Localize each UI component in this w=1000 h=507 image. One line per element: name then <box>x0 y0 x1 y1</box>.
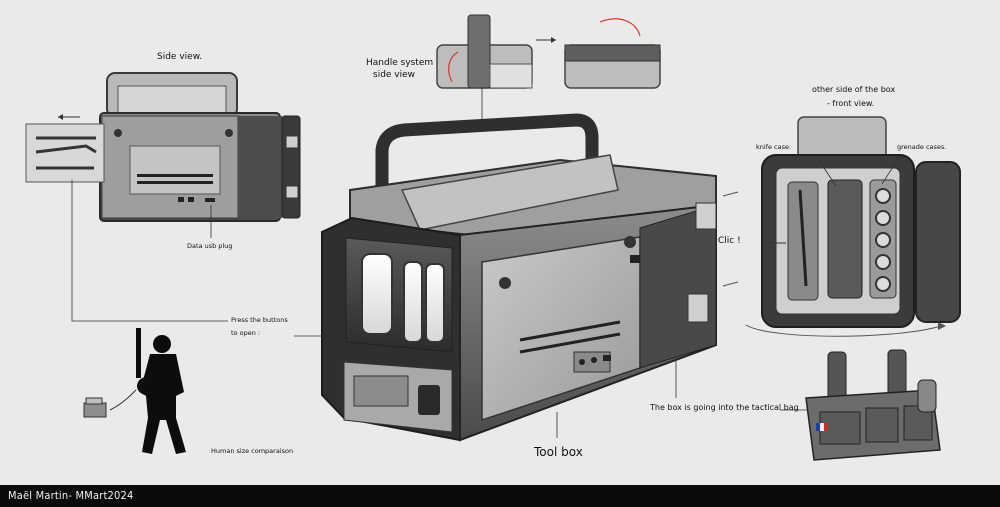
human-size-label: Human size comparaison <box>211 447 294 455</box>
other-side-label: other side of the box <box>812 85 896 94</box>
tool-box-drawing <box>294 113 717 442</box>
side-view-drawing <box>25 72 301 238</box>
footer-bar: Maël Martin- MMart2024 <box>0 485 1000 507</box>
tool-box-label: Tool box <box>534 445 583 459</box>
soldier-silhouette <box>136 328 186 454</box>
press-buttons-label-2: to open : <box>231 329 261 337</box>
front-view-drawing <box>722 116 961 337</box>
tactical-bag-drawing <box>675 349 941 461</box>
curved-arrow-icon <box>599 18 641 37</box>
footer-credit: Maël Martin- MMart2024 <box>8 489 134 502</box>
clic-label: Clic ! <box>718 236 741 246</box>
tactical-bag-label: The box is going into the tactical bag <box>650 403 799 412</box>
concept-art <box>25 14 961 461</box>
side-view-label: Side view. <box>157 52 203 62</box>
arrow-left-icon <box>58 114 63 120</box>
press-buttons-label: Press the buttons <box>231 316 288 324</box>
front-view-label: - front view. <box>827 99 875 108</box>
french-flag-icon <box>816 423 828 431</box>
handle-system-label-2: side view <box>373 70 416 80</box>
handle-system-drawing <box>436 14 661 130</box>
arrow-right-icon <box>551 37 556 43</box>
handle-system-label: Handle system <box>366 58 434 68</box>
data-usb-label: Data usb plug <box>187 242 233 250</box>
concept-sheet: Side view. Handle system side view other… <box>25 14 961 461</box>
small-box-icon <box>83 389 137 418</box>
grenade-cases-label: grenade cases. <box>897 143 947 151</box>
knife-case-label: knife case. <box>756 143 792 151</box>
